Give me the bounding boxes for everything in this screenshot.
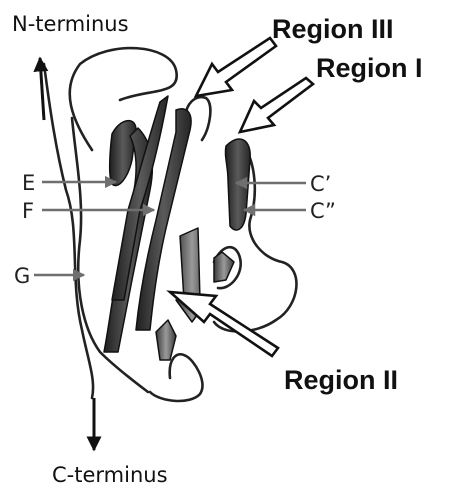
- region-ii-arrow: [170, 292, 278, 356]
- c-terminus-label: C-terminus: [52, 463, 168, 487]
- region-ii-label: Region II: [284, 365, 398, 395]
- strand-ribbon-f: [225, 139, 250, 230]
- strand-g-label: G: [14, 264, 30, 288]
- region-i-label: Region I: [316, 53, 423, 83]
- region-iii-label: Region III: [272, 14, 394, 44]
- strand-ribbon-h: [156, 320, 176, 360]
- strand-f-label: F: [22, 199, 34, 223]
- region-iii-arrow: [196, 38, 276, 96]
- strand-ribbon-g: [214, 252, 234, 282]
- terminus-arrows: [40, 58, 94, 450]
- strand-c-double-prime-label: C”: [310, 199, 336, 223]
- n-terminal-coil: [44, 64, 93, 398]
- bottom-loop: [150, 354, 202, 401]
- strand-ribbon-a: [110, 121, 136, 186]
- strand-c-prime-label: C’: [310, 172, 331, 196]
- n-terminus-label: N-terminus: [12, 12, 129, 36]
- right-outer-loop: [214, 146, 296, 332]
- region-i-arrow: [240, 78, 313, 132]
- strand-e-label: E: [22, 171, 35, 195]
